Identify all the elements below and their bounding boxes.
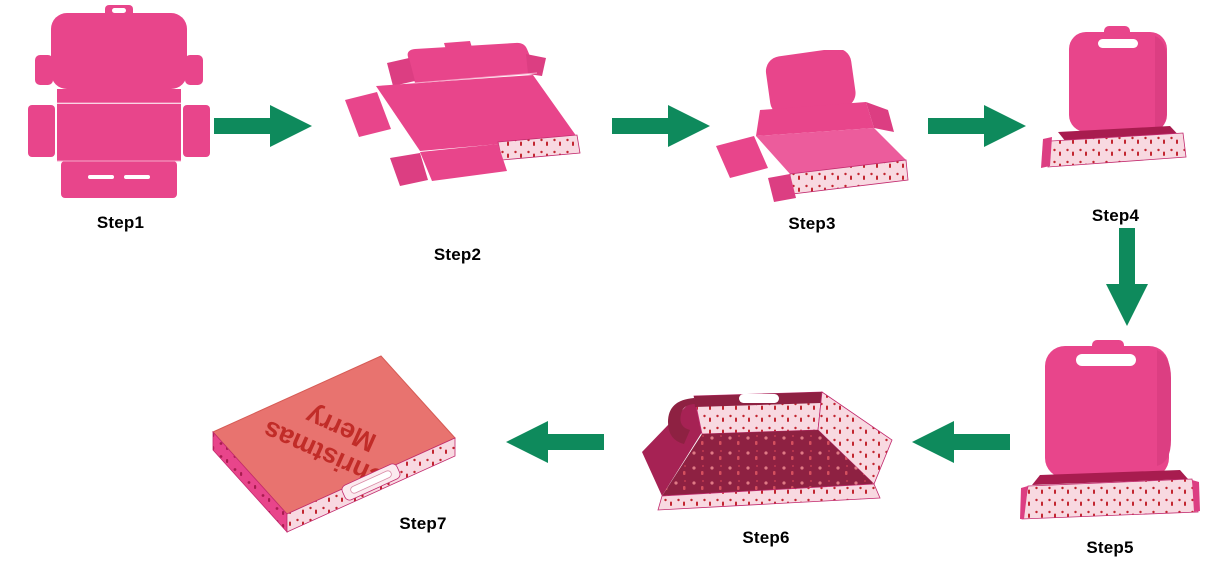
- step4-label: Step4: [1091, 206, 1140, 225]
- down-arrow-icon: [1106, 228, 1148, 326]
- step2-partly-folded-illustration: [345, 41, 581, 186]
- handle-slot: [112, 8, 126, 13]
- step3-walls-raised-illustration: [716, 50, 909, 202]
- step2-label: Step2: [433, 245, 482, 264]
- right-arrow-icon: [928, 105, 1026, 147]
- arrow-step4-to-step5: [1104, 228, 1150, 328]
- handle-slot: [739, 394, 779, 403]
- step1-flat-diecut-illustration: [28, 5, 210, 198]
- handle-slot: [1076, 354, 1136, 366]
- step3-label: Step3: [788, 214, 836, 233]
- left-arrow-icon: [912, 421, 1010, 463]
- step5-front-lid-up-illustration: [1020, 340, 1200, 520]
- step1-label: Step1: [96, 213, 145, 232]
- step4-lid-open-illustration: [1041, 26, 1187, 168]
- step7-closed-box-illustration: Merry Christmas: [212, 355, 456, 534]
- handle-slot: [1098, 39, 1138, 48]
- handle-slot: [341, 463, 401, 501]
- right-arrow-icon: [612, 105, 710, 147]
- left-arrow-icon: [506, 421, 604, 463]
- arrow-step3-to-step4: [928, 103, 1028, 149]
- step-1: Step1: [28, 5, 213, 237]
- step6-open-box-interior-illustration: [642, 391, 893, 511]
- step7-label: Step7: [399, 514, 447, 533]
- right-arrow-icon: [214, 105, 312, 147]
- step-7: Merry Christmas Step7: [203, 348, 468, 548]
- arrow-step1-to-step2: [214, 103, 314, 149]
- step-4: Step4: [1038, 26, 1193, 232]
- arrow-step5-to-step6: [910, 419, 1010, 465]
- step-5: Step5: [1020, 340, 1200, 562]
- step-2: Step2: [330, 40, 585, 272]
- step-6: Step6: [636, 388, 896, 550]
- step5-label: Step5: [1086, 538, 1134, 557]
- arrow-step6-to-step7: [504, 419, 604, 465]
- step-3: Step3: [712, 50, 912, 240]
- step6-label: Step6: [742, 528, 790, 547]
- arrow-step2-to-step3: [612, 103, 712, 149]
